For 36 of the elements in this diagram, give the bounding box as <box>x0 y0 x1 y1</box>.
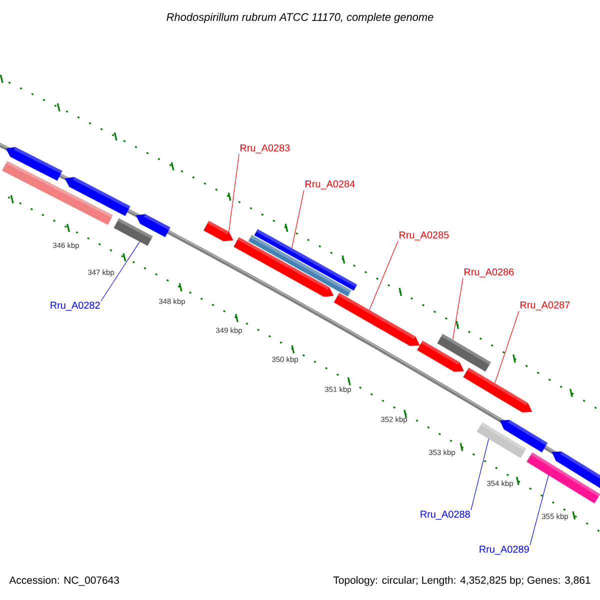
leader-line <box>100 241 140 302</box>
gene-label: Rru_A0284 <box>306 180 355 190</box>
gene-segment <box>114 218 153 246</box>
footer-text: Accession: NC_007643 <box>9 576 119 586</box>
gene-segment <box>254 229 358 291</box>
title: Rhodospirillum rubrum ATCC 11170, complete genome <box>166 12 434 24</box>
leader-line <box>494 310 520 384</box>
gene-label: Rru_A0289 <box>480 546 529 555</box>
leader-line <box>292 190 304 248</box>
gene-segment <box>234 237 334 297</box>
leader-line <box>470 438 489 510</box>
footer-text: Topology: circular; Length: 4,352,825 bp; Genes: 3,861 <box>333 576 590 586</box>
gene-label: Rru_A0286 <box>464 268 514 278</box>
gene-segment <box>476 422 526 458</box>
gene-segment <box>204 220 234 242</box>
leader-line <box>452 278 464 340</box>
gene-segment <box>334 292 420 346</box>
leader-line <box>228 154 240 232</box>
leader-line <box>530 474 549 546</box>
gene-label: Rru_A0282 <box>50 302 100 311</box>
gene-segment <box>463 368 532 412</box>
gene-segment <box>6 147 62 181</box>
gene-label: Rru_A0283 <box>240 144 290 154</box>
gene-label: Rru_A0288 <box>420 510 470 520</box>
gene-segment <box>552 451 600 488</box>
gene-segment <box>2 160 113 225</box>
gene-label: Rru_A0287 <box>520 301 570 310</box>
gene-segment <box>248 235 352 296</box>
gene-segment <box>64 177 130 216</box>
gene-segment <box>417 340 464 372</box>
gene-segment <box>437 334 491 372</box>
leader-line <box>369 240 398 310</box>
gene-segment <box>526 452 600 504</box>
gene-segment <box>500 420 548 452</box>
gene-label: Rru_A0285 <box>400 231 449 240</box>
gene-segment <box>136 214 170 238</box>
